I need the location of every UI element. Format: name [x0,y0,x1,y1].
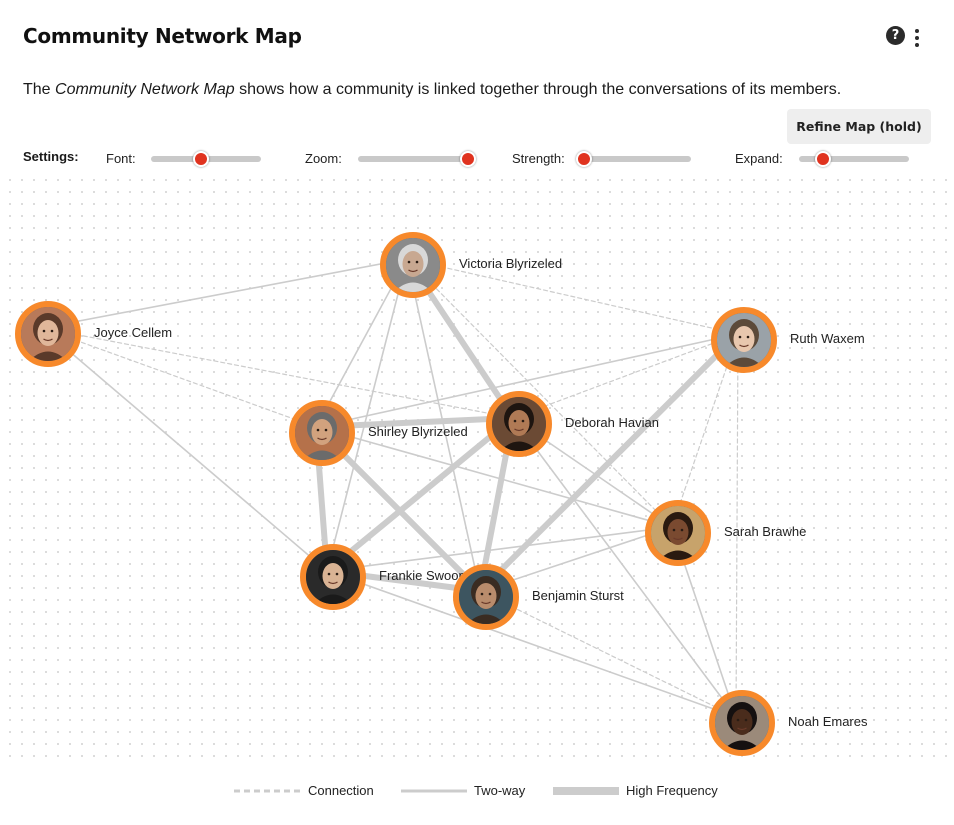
node-label: Joyce Cellem [94,325,173,340]
font-slider-label: Font: [106,151,136,166]
settings-label: Settings: [23,149,79,164]
edge-deborah-noah [512,417,737,718]
description-emphasis: Community Network Map [55,81,235,98]
edge-ruth-sarah [671,333,739,528]
legend-connection-label: Connection [308,783,374,798]
avatar-icon [711,307,777,373]
more-options-icon[interactable] [913,29,921,47]
edge-ruth-deborah [512,333,739,419]
avatar-icon [15,301,81,367]
node-label: Frankie Swoon [379,568,466,583]
legend-connection-line [234,789,300,793]
node-label: Shirley Blyrizeled [368,424,468,439]
avatar-icon [709,690,775,756]
legend-two-way-label: Two-way [474,783,526,798]
node-label: Ruth Waxem [790,331,865,346]
avatar-icon [453,564,519,630]
font-slider[interactable] [151,151,261,167]
node-label: Sarah Brawhe [724,524,807,539]
network-canvas[interactable] [0,170,954,766]
expand-slider-label: Expand: [735,151,783,166]
edge-deborah-frankie [324,415,516,574]
font-slider-thumb[interactable] [192,151,209,167]
edge-victoria-benjamin [406,258,481,592]
refine-map-button[interactable]: Refine Map (hold) [787,109,931,144]
zoom-slider-label: Zoom: [305,151,342,166]
help-icon[interactable]: ? [886,26,905,45]
edge-joyce-deborah [41,327,514,419]
avatar-icon [486,391,552,457]
node-label: Benjamin Sturst [532,588,624,603]
edge-ruth-shirley [315,333,739,428]
edge-victoria-sarah [406,258,673,528]
edge-frankie-noah [326,570,737,718]
node-label: Victoria Blyrizeled [459,256,563,271]
avatar-icon [645,500,711,566]
edge-benjamin-noah [479,590,737,718]
legend-high-frequency-label: High Frequency [626,783,718,798]
strength-slider[interactable] [575,151,691,167]
node-label: Deborah Havian [565,415,659,430]
zoom-slider-thumb[interactable] [460,151,477,167]
strength-slider-label: Strength: [512,151,565,166]
edge-joyce-shirley [41,327,317,428]
node-label: Noah Emares [788,714,868,729]
expand-slider-thumb[interactable] [815,151,832,167]
edge-ruth-benjamin [477,331,741,594]
expand-slider[interactable] [799,151,909,167]
edge-shirley-sarah [315,426,673,528]
zoom-slider[interactable] [358,151,477,167]
avatar-icon [289,400,355,466]
edge-ruth-noah [735,333,739,718]
edge-victoria-ruth [406,258,739,335]
map-description: The Community Network Map shows how a co… [23,81,842,98]
page-title: Community Network Map [23,24,302,48]
edge-victoria-joyce [41,258,408,329]
edge-frankie-sarah [326,526,673,572]
legend-two-way-line [401,789,467,793]
edge-joyce-frankie [41,327,328,572]
avatar-icon [300,544,366,610]
avatar-icon [380,232,446,298]
strength-slider-thumb[interactable] [575,151,592,167]
legend-high-frequency-line [553,787,619,795]
